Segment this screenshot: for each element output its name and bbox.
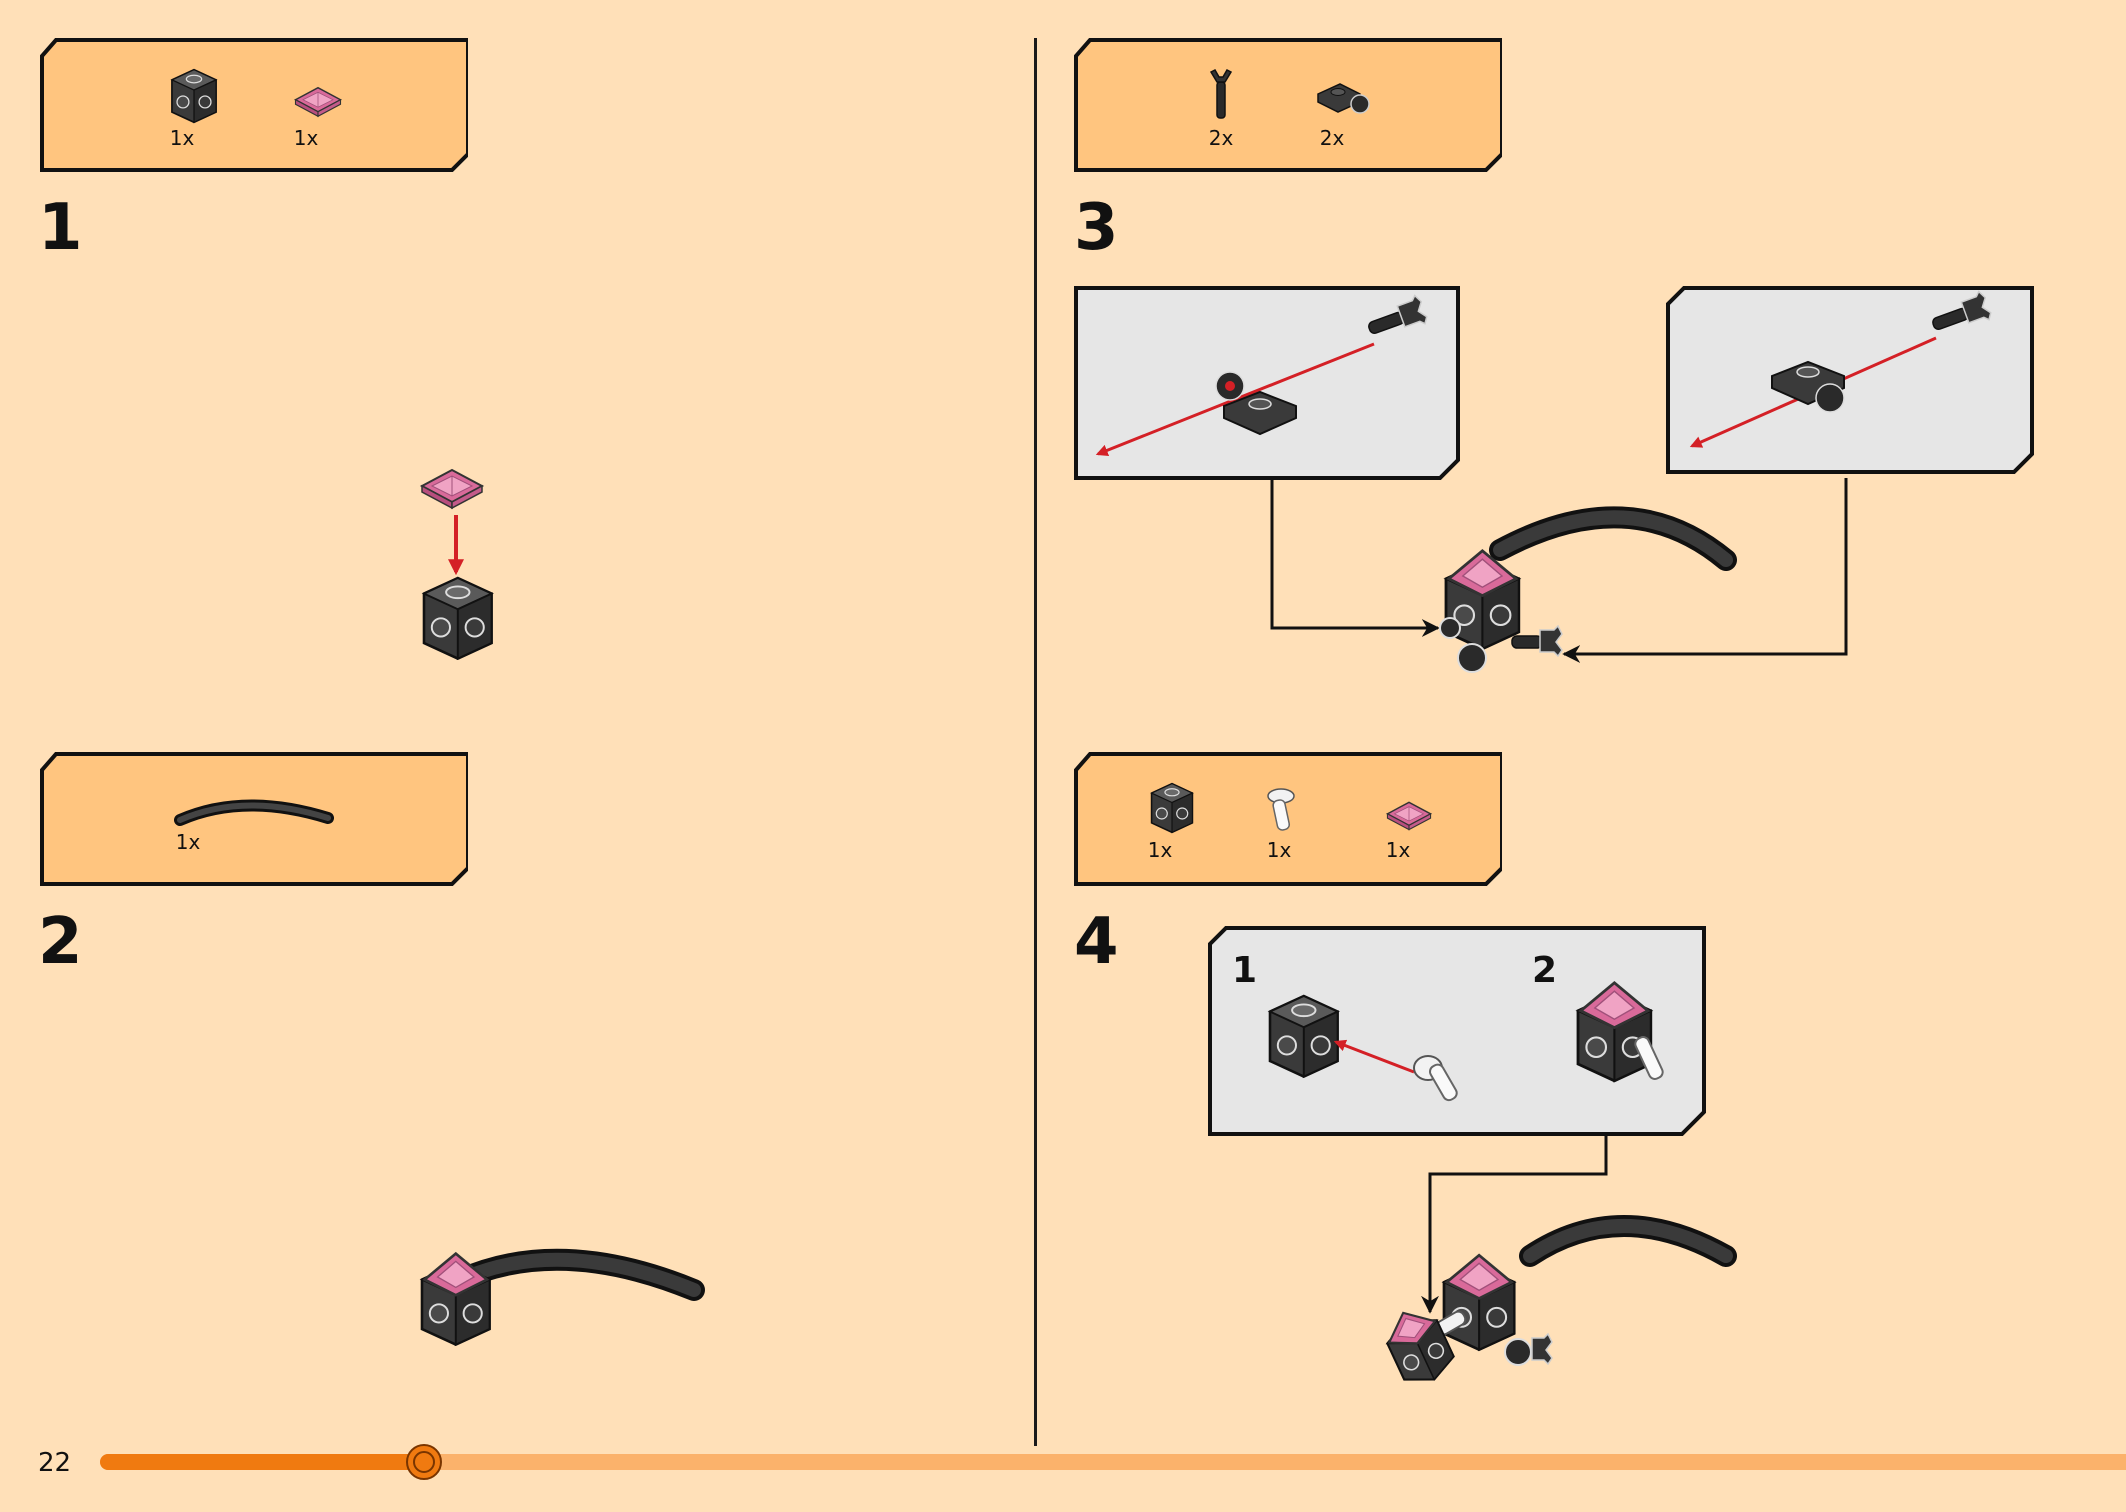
- part-qty: 1x: [1385, 838, 1411, 862]
- dark-gray-brick-1x1-studs-icon: [1268, 994, 1339, 1078]
- part-qty: 2x: [1319, 126, 1345, 150]
- progress-knob: [406, 1444, 442, 1480]
- progress-track: [100, 1454, 2126, 1470]
- step-1-illustration: [421, 469, 493, 660]
- pink-pyramid-tile-icon: [294, 87, 342, 117]
- page-number: 22: [38, 1448, 72, 1478]
- parts-box-frame: [40, 38, 468, 172]
- black-plate-clip-icon: [1215, 371, 1297, 436]
- callout-connector: [1421, 1136, 1608, 1314]
- pink-pyramid-tile-icon: [1386, 801, 1432, 831]
- part-qty: 1x: [175, 830, 201, 854]
- callout-step-4: [1208, 926, 1706, 1136]
- step-3-assembly: [1270, 478, 1848, 673]
- black-plate-clip-icon: [1457, 643, 1487, 673]
- black-plate-clip-icon: [1317, 83, 1370, 114]
- parts-box-step-1: 1x 1x: [40, 38, 468, 172]
- black-claw-bar-icon: [1209, 69, 1233, 119]
- parts-box-step-3: 2x 2x: [1074, 38, 1502, 172]
- page-divider: [1034, 38, 1037, 1446]
- brick-with-pink-pyramid: [1444, 1255, 1514, 1350]
- step-4-assembly: [1360, 1136, 1737, 1406]
- red-assembly-arrow: [1333, 1039, 1415, 1074]
- step-number: 1: [38, 191, 83, 265]
- black-curved-tail-icon: [174, 799, 334, 826]
- step-2-illustration: [410, 1248, 705, 1350]
- black-plate-clip-icon: [1771, 360, 1845, 413]
- substep-number: 2: [1532, 950, 1558, 991]
- part-qty: 1x: [1266, 838, 1292, 862]
- part-qty: 2x: [1208, 126, 1234, 150]
- black-claw-bar-icon: [1511, 624, 1563, 658]
- step-number: 4: [1074, 905, 1119, 979]
- parts-box-frame: [1074, 38, 1502, 172]
- parts-box-step-4: 1x 1x 1x: [1074, 752, 1502, 886]
- pink-pyramid-tile-icon: [421, 469, 483, 509]
- black-claw-bar-icon: [1504, 1332, 1553, 1366]
- part-qty: 1x: [293, 126, 319, 150]
- substep-number: 1: [1232, 950, 1258, 991]
- parts-box-frame: [1074, 752, 1502, 886]
- progress-fill: [100, 1454, 424, 1470]
- trans-clear-lever-icon: [1634, 1036, 1664, 1080]
- trans-clear-lever-icon: [1267, 788, 1295, 831]
- part-qty: 1x: [169, 126, 195, 150]
- callout-connector-right: [1562, 478, 1848, 663]
- trans-clear-lever-icon: [1413, 1055, 1458, 1102]
- callout-step-3-left: [1074, 286, 1460, 480]
- callout-connector-left: [1270, 478, 1440, 637]
- dark-gray-brick-1x1-studs-icon: [1150, 782, 1194, 834]
- parts-box-frame: [40, 752, 468, 886]
- dark-gray-brick-1x1-studs-icon: [422, 576, 493, 660]
- step-number: 3: [1074, 191, 1119, 265]
- callout-step-3-right: [1666, 286, 2034, 474]
- part-qty: 1x: [1147, 838, 1173, 862]
- black-claw-bar-icon: [1368, 294, 1428, 335]
- step-number: 2: [38, 905, 83, 979]
- parts-box-step-2: 1x: [40, 752, 468, 886]
- black-claw-bar-icon: [1932, 290, 1992, 331]
- dark-gray-brick-1x1-studs-icon: [171, 68, 217, 124]
